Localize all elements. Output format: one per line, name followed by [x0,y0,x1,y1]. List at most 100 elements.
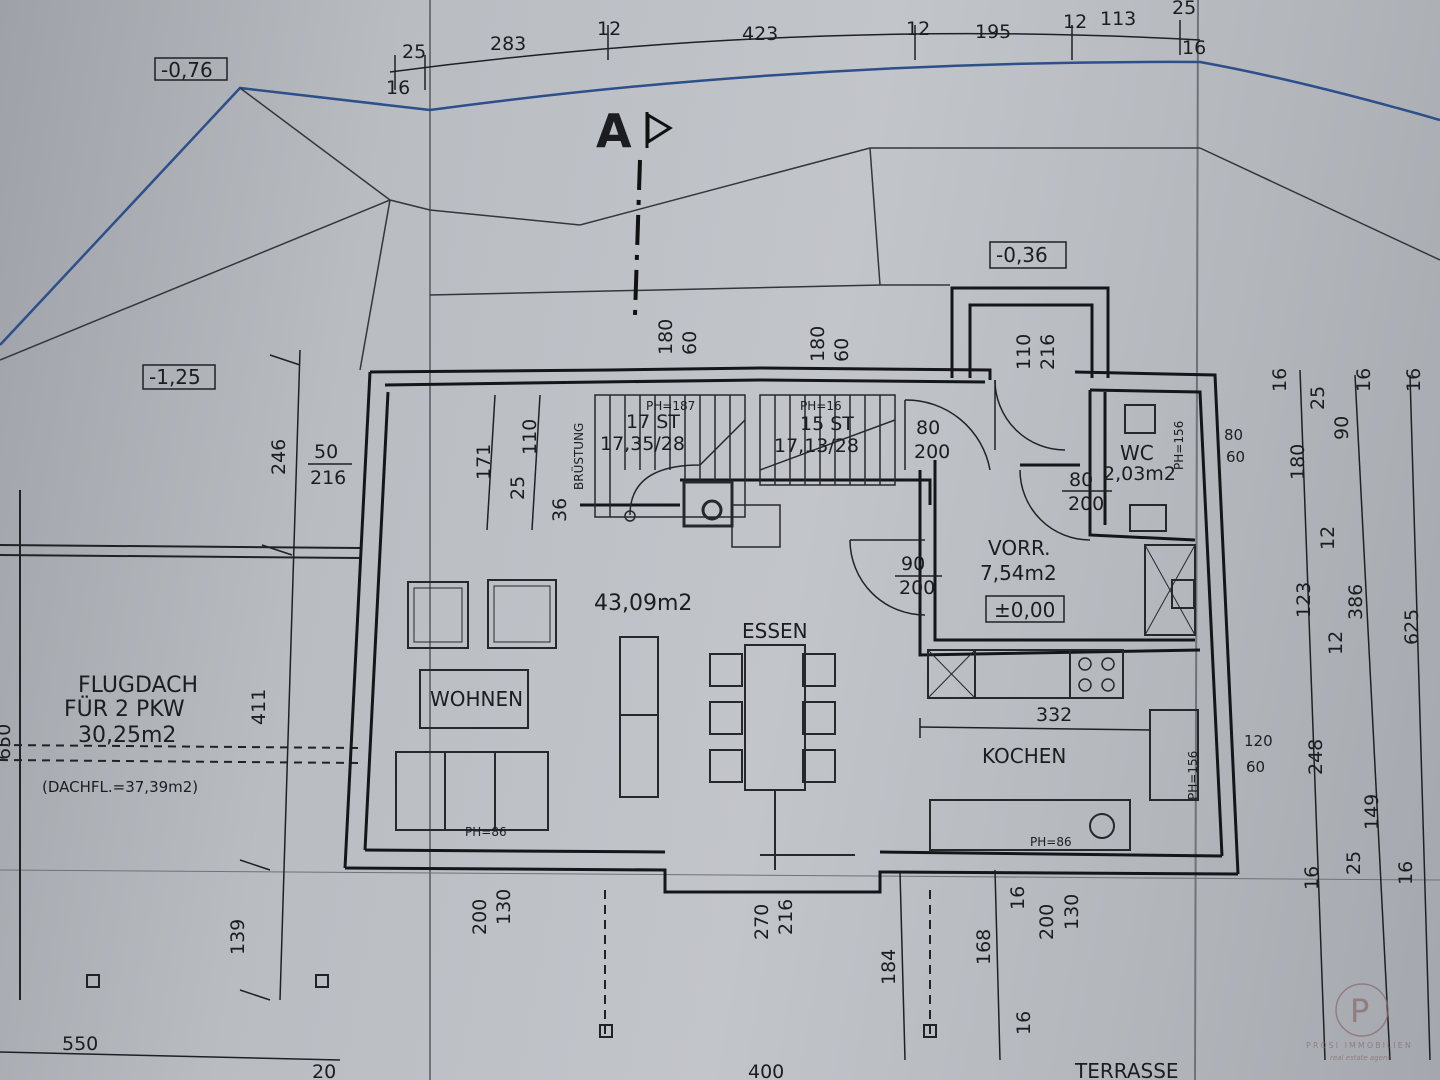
terrace-outline [599,890,937,1040]
room-kochen: KOCHEN [982,744,1066,768]
dim-top-423: 423 [742,23,778,45]
dim-top-195: 195 [975,21,1011,43]
door-200c: 200 [899,577,935,599]
dim-d411: 411 [248,689,270,725]
room-essen: ESSEN [742,619,808,643]
vorr-level-box [985,595,1065,623]
room-vorr: VORR. [988,536,1051,560]
dim-d25: 25 [507,476,529,500]
dim-w60a: 60 [679,331,701,355]
room-terrasse: TERRASSE [1074,1059,1179,1080]
dim-d332: 332 [1036,704,1072,726]
watermark-brand: PROSI IMMOBILIEN [1306,1041,1413,1050]
dim-b270: 270 [751,904,773,940]
dim-r386: 386 [1345,584,1367,620]
dim-b184: 184 [878,949,900,985]
section-marker-group [633,112,673,316]
carport-area: 30,25m2 [78,723,176,748]
stair-right-ph: PH=16 [800,399,842,413]
watermark-initial: P [1350,992,1369,1030]
carport-roof-area: (DACHFL.=37,39m2) [42,778,198,796]
stair-right-ratio: 17,13/28 [774,435,859,457]
level-box-top-left [154,57,228,81]
dim-r16b: 16 [1353,368,1375,392]
wc-window-80: 80 [1224,426,1243,444]
watermark: P PROSI IMMOBILIEN real estate agent [1306,983,1413,1062]
dim-w60b: 60 [831,338,853,362]
stair-left-ph: PH=187 [646,399,695,413]
dim-b16a: 16 [1007,886,1029,910]
dim-top-12a: 12 [597,18,621,40]
dim-r12b: 12 [1325,631,1347,655]
dim-w180b: 180 [807,326,829,362]
dim-r625: 625 [1401,609,1423,645]
dim-top-25: 25 [402,41,426,63]
wc-window-60: 60 [1226,448,1245,466]
door-80a: 80 [916,417,940,439]
dim-top-16b: 16 [1182,37,1206,59]
stair-right-count: 15 ST [800,413,854,435]
parapet-ph156-kitchen: PH=156 [1186,751,1200,800]
dim-w110: 110 [1013,334,1035,370]
dim-top-16: 16 [386,77,410,99]
room-wohnen: WOHNEN [430,687,523,711]
door-80b: 80 [1069,469,1093,491]
door-90: 90 [901,553,925,575]
level-box-left [142,364,216,390]
dim-w216: 216 [1037,334,1059,370]
dim-d36: 36 [549,498,571,522]
level-entrance: -0,36 [996,243,1048,267]
doors [849,379,1091,616]
level-top-left: -0,76 [161,58,213,82]
dim-r149: 149 [1361,794,1383,830]
dim-d110: 110 [519,419,541,455]
house-walls [343,286,1240,894]
carport-line1: FLUGDACH [78,673,198,698]
dim-r16a: 16 [1269,368,1291,392]
room-wc: WC [1120,441,1154,465]
dim-r123: 123 [1293,582,1315,618]
kitchen-window-60: 60 [1246,758,1265,776]
dimension-lines [0,20,1431,1061]
dim-r25b: 25 [1343,851,1365,875]
site-lines [0,87,1440,371]
dim-top-12b: 12 [906,18,930,40]
dim-top-283: 283 [490,33,526,55]
dim-r25a: 25 [1307,386,1329,410]
dim-r12a: 12 [1317,526,1339,550]
dim-w180a: 180 [655,319,677,355]
carport-line2: FÜR 2 PKW [64,696,185,722]
watermark-tagline: real estate agent [1330,1054,1390,1062]
dim-b130a: 130 [493,889,515,925]
dim-d550: 550 [62,1033,98,1055]
kitchen-window-120: 120 [1244,732,1273,750]
parapet-ph86-right: PH=86 [1030,835,1072,849]
dim-top-113: 113 [1100,8,1136,30]
parapet-ph86-left: PH=86 [465,825,507,839]
wc-area: 2,03m2 [1103,463,1176,485]
dim-d139: 139 [227,919,249,955]
section-marker: A [596,104,632,158]
door-200b: 200 [1068,493,1104,515]
dim-d20: 20 [312,1061,336,1080]
parapet-ph156-wc: PH=156 [1172,421,1186,470]
vorr-level: ±0,00 [994,598,1055,622]
dim-r16d: 16 [1301,866,1323,890]
dim-d246: 246 [268,439,290,475]
dim-r16e: 16 [1395,861,1417,885]
dim-d400: 400 [748,1061,784,1080]
dim-b200b: 200 [1036,904,1058,940]
vorr-area: 7,54m2 [980,561,1057,585]
dim-b216: 216 [775,899,797,935]
carport-outline [0,490,361,1000]
stair-left-ratio: 17,35/28 [600,433,685,455]
dim-top-12c: 12 [1063,11,1087,33]
site-boundary [0,60,1440,346]
door-200a: 200 [914,441,950,463]
level-box-entrance [989,241,1067,269]
dim-top-25b: 25 [1172,0,1196,19]
stair-left-count: 17 ST [626,411,680,433]
